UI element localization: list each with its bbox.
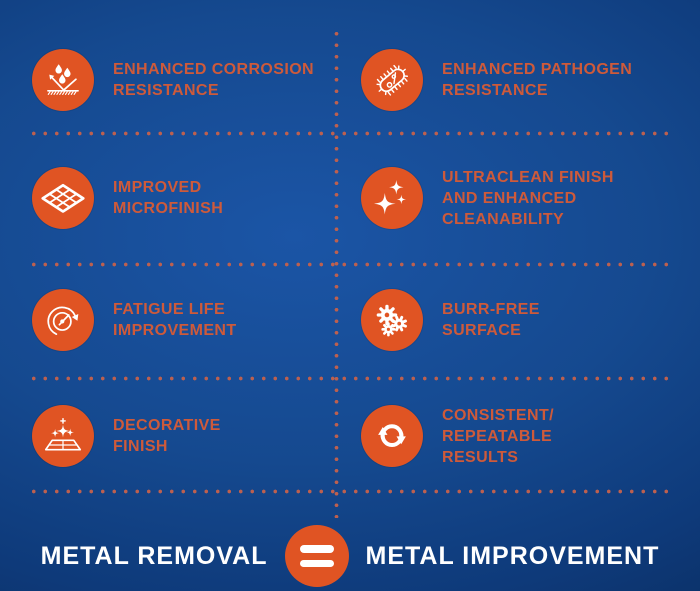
equals-icon [284,525,349,587]
sync-arrows-icon [361,405,423,467]
gauge-cycle-arrow-icon [32,289,94,351]
horizontal-dotted-divider-3 [28,376,673,381]
benefit-improved-microfinish: IMPROVED MICROFINISH [32,148,332,248]
benefit-pathogen-resistance: ENHANCED PATHOGEN RESISTANCE [361,30,691,130]
benefit-label: ULTRACLEAN FINISH AND ENHANCED CLEANABIL… [442,168,614,228]
benefit-ultraclean-finish: ULTRACLEAN FINISH AND ENHANCED CLEANABIL… [361,148,691,248]
benefit-label: BURR-FREE SURFACE [442,301,540,339]
benefit-label: CONSISTENT/ REPEATABLE RESULTS [442,406,554,466]
benefit-corrosion-resistance: ENHANCED CORROSION RESISTANCE [32,30,332,130]
metal-improvement-label: METAL IMPROVEMENT [365,541,660,570]
gears-icon [361,289,423,351]
metal-removal-label: METAL REMOVAL [40,541,268,570]
benefit-fatigue-life: FATIGUE LIFE IMPROVEMENT [32,270,332,370]
benefit-consistent-results: CONSISTENT/ REPEATABLE RESULTS [361,386,691,486]
equals-bar-top [299,545,334,553]
benefit-decorative-finish: DECORATIVE FINISH [32,386,332,486]
equals-bar-bottom [299,559,334,567]
microbe-icon [361,49,423,111]
vertical-dotted-divider [334,28,339,518]
horizontal-dotted-divider-4 [28,489,673,494]
benefit-label: ENHANCED PATHOGEN RESISTANCE [442,61,633,99]
horizontal-dotted-divider-1 [28,131,673,136]
benefit-label: IMPROVED MICROFINISH [113,179,224,217]
benefit-label: FATIGUE LIFE IMPROVEMENT [113,301,237,339]
droplets-repel-surface-icon [32,49,94,111]
sparkling-surface-icon [32,405,94,467]
benefit-label: ENHANCED CORROSION RESISTANCE [113,61,314,99]
sparkles-icon [361,167,423,229]
benefit-label: DECORATIVE FINISH [113,417,221,455]
mesh-surface-icon [32,167,94,229]
footer-equation: METAL REMOVAL METAL IMPROVEMENT [0,521,700,591]
horizontal-dotted-divider-2 [28,262,673,267]
benefit-burr-free-surface: BURR-FREE SURFACE [361,270,691,370]
